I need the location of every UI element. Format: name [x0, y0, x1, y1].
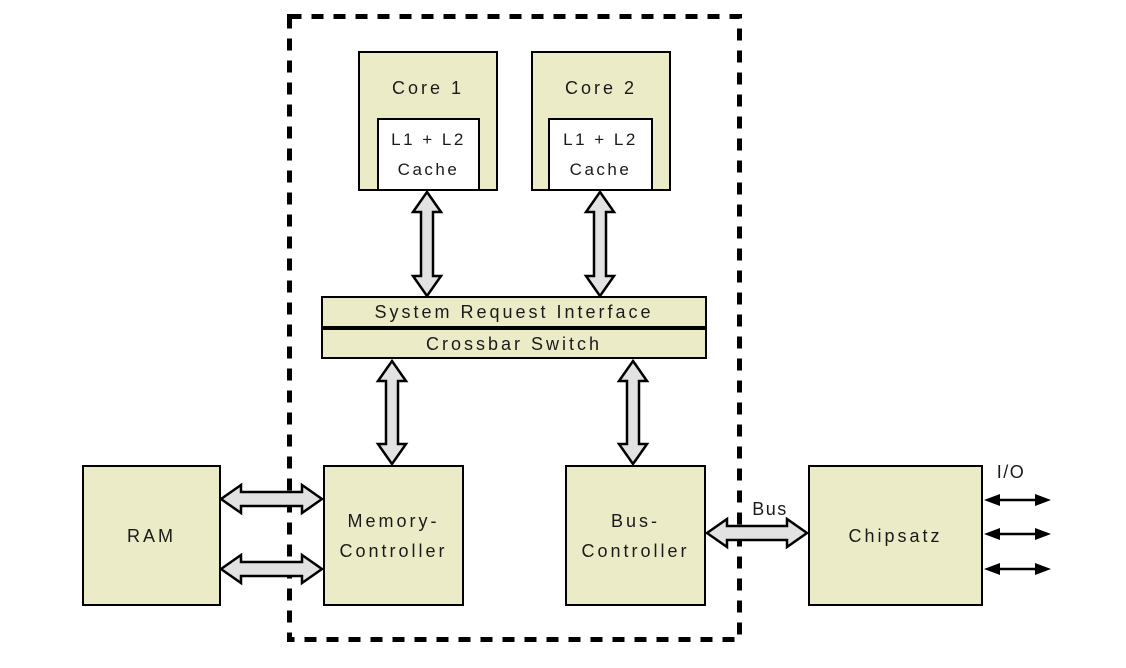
bus-arrow: [704, 516, 810, 550]
memory-controller-block: Memory- Controller: [323, 465, 464, 606]
cpu-package-boundary: [287, 14, 742, 642]
io-label: I/O: [996, 462, 1026, 482]
cache1-sri-arrow: [410, 189, 444, 299]
ram-memory-controller-arrow-lower: [218, 552, 325, 586]
cache2-block: L1 + L2 Cache: [548, 118, 653, 191]
io-arrow-3: [984, 563, 1051, 575]
crossbar-switch-block: Crossbar Switch: [321, 328, 707, 359]
bus-label: Bus: [752, 499, 788, 519]
system-request-interface-block: System Request Interface: [321, 296, 707, 328]
cache1-block: L1 + L2 Cache: [377, 118, 480, 191]
bus-controller-block: Bus- Controller: [565, 465, 706, 606]
cache2-sri-arrow: [583, 189, 617, 299]
io-arrow-2: [984, 528, 1051, 540]
io-arrow-1: [984, 494, 1051, 506]
crossbar-bus-controller-arrow: [616, 358, 650, 467]
ram-block: RAM: [82, 465, 221, 606]
ram-memory-controller-arrow-upper: [218, 482, 325, 516]
chipset-block: Chipsatz: [808, 465, 983, 606]
crossbar-memory-controller-arrow: [375, 358, 409, 467]
